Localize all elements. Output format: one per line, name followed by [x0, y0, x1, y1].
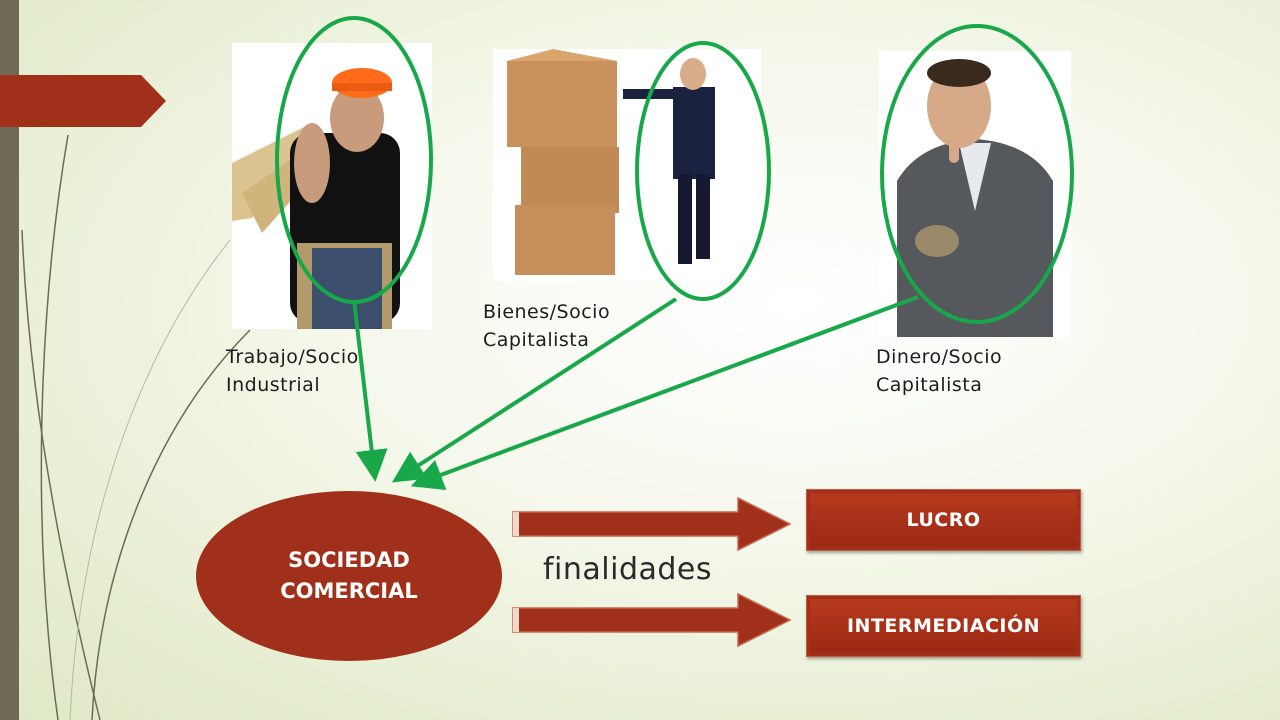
- contribution-label-line: Trabajo/Socio: [226, 346, 359, 368]
- slide-side-bar: [0, 0, 19, 720]
- construction-worker-photo: [232, 43, 432, 329]
- contribution-label-line: Dinero/Socio: [876, 346, 1003, 368]
- businessman-with-money-photo: [879, 51, 1071, 337]
- contribution-label-line: Capitalista: [483, 329, 590, 351]
- finalidades-label: finalidades: [543, 552, 713, 587]
- deco-curve: [40, 134, 69, 720]
- contribution-label-line: Bienes/Socio: [483, 301, 611, 323]
- contribution-label-line: Industrial: [226, 374, 321, 396]
- deco-curve: [91, 329, 251, 720]
- contribution-label-work: Trabajo/Socio Industrial: [226, 343, 359, 399]
- title-arrow-shape: [0, 75, 166, 127]
- deco-curve: [69, 239, 231, 720]
- businessman-with-boxes-photo: [493, 49, 761, 281]
- sociedad-comercial-label: SOCIEDAD COMERCIAL: [196, 492, 502, 660]
- contribution-label-goods: Bienes/Socio Capitalista: [483, 298, 610, 354]
- contribution-label-line: Capitalista: [876, 374, 983, 396]
- center-label-line: COMERCIAL: [280, 579, 418, 603]
- center-label-line: SOCIEDAD: [288, 548, 410, 572]
- deco-curve: [21, 229, 101, 720]
- contribution-label-money: Dinero/Socio Capitalista: [876, 343, 1002, 399]
- intermediacion-box: INTERMEDIACIÓN: [806, 595, 1081, 657]
- lucro-box: LUCRO: [806, 489, 1081, 551]
